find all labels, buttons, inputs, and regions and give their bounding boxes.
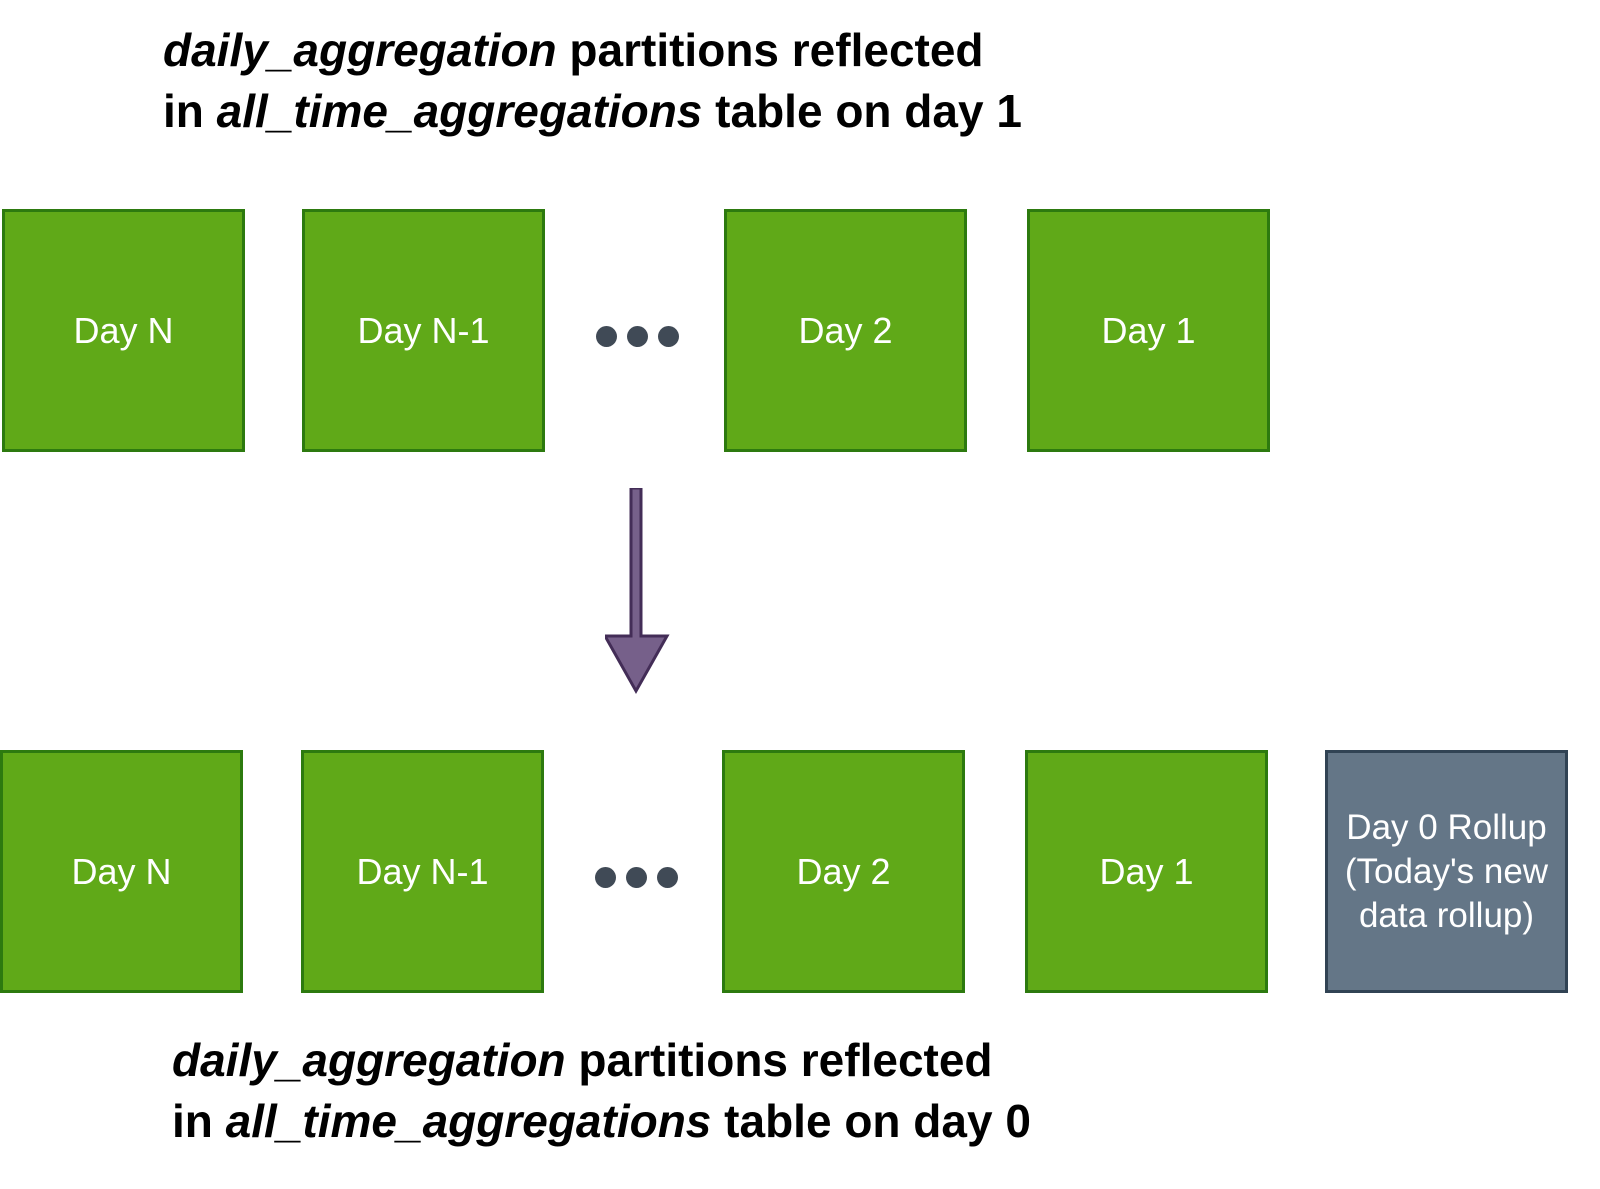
top-caption: daily_aggregation partitions reflected in…	[163, 20, 1022, 142]
bottom-partition-day-2: Day 2	[722, 750, 965, 993]
top-caption-line2-prefix: in	[163, 85, 217, 137]
bottom-caption-line2-prefix: in	[172, 1095, 226, 1147]
ellipsis-dot	[657, 867, 678, 888]
top-caption-table-name: daily_aggregation	[163, 24, 557, 76]
top-partition-day-2: Day 2	[724, 209, 967, 452]
ellipsis-dot	[596, 326, 617, 347]
ellipsis-dot	[627, 326, 648, 347]
top-caption-line1-text: partitions reflected	[556, 24, 984, 76]
bottom-caption-line1-text: partitions reflected	[565, 1034, 993, 1086]
bottom-partition-day-1: Day 1	[1025, 750, 1268, 993]
bottom-partition-day-n-1: Day N-1	[301, 750, 544, 993]
top-partition-day-1: Day 1	[1027, 209, 1270, 452]
bottom-partition-day-n: Day N	[0, 750, 243, 993]
down-arrow-shape	[605, 488, 670, 695]
top-ellipsis	[596, 322, 696, 352]
bottom-caption-target-table: all_time_aggregations	[225, 1095, 712, 1147]
ellipsis-dot	[595, 867, 616, 888]
top-caption-line2-text: table on day 1	[702, 85, 1022, 137]
top-partition-day-n-1: Day N-1	[302, 209, 545, 452]
bottom-caption: daily_aggregation partitions reflected in…	[172, 1030, 1031, 1152]
top-caption-target-table: all_time_aggregations	[216, 85, 703, 137]
ellipsis-dot	[626, 867, 647, 888]
bottom-caption-table-name: daily_aggregation	[172, 1034, 566, 1086]
day-0-rollup-box: Day 0 Rollup (Today's new data rollup)	[1325, 750, 1568, 993]
ellipsis-dot	[658, 326, 679, 347]
bottom-ellipsis	[595, 863, 695, 893]
down-arrow	[605, 488, 670, 695]
bottom-caption-line2-text: table on day 0	[711, 1095, 1031, 1147]
top-partition-day-n: Day N	[2, 209, 245, 452]
